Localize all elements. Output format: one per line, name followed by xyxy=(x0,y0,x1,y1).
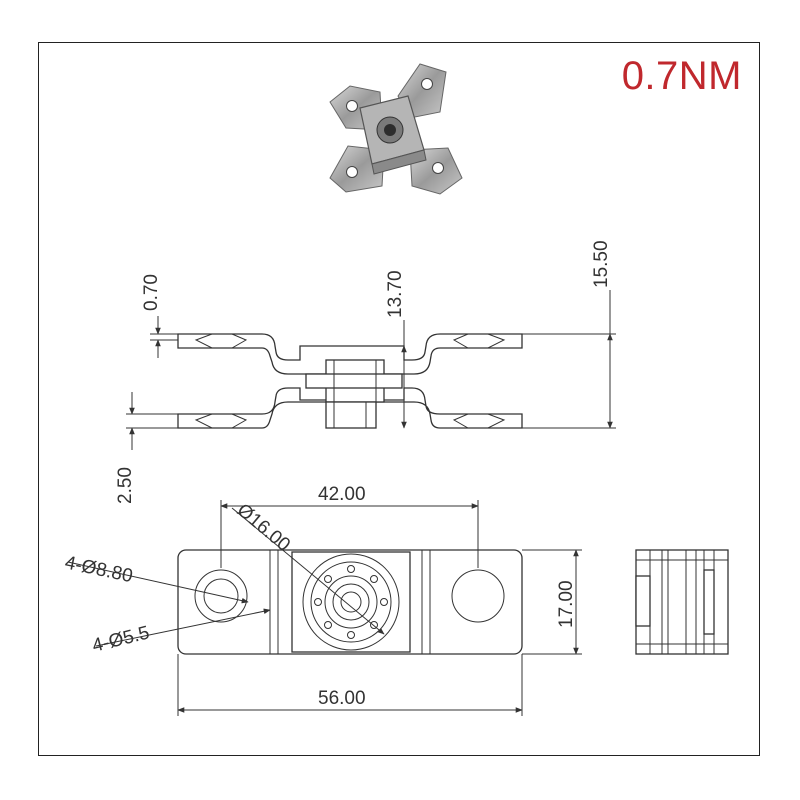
top-view: 42.00 Ø16.00 4-Ø8.80 4-Ø5.5 17.00 56.00 xyxy=(63,484,582,716)
dim-plate-thickness: 0.70 xyxy=(141,274,162,311)
torque-label: 0.7NM xyxy=(621,54,742,98)
dim-outer-hole: 4-Ø8.80 xyxy=(63,552,135,587)
dim-total-length: 56.00 xyxy=(318,688,366,709)
drawing-frame xyxy=(38,42,760,756)
dim-plate-width: 17.00 xyxy=(556,580,577,628)
bracket-photo-icon xyxy=(329,63,463,195)
end-view xyxy=(635,549,729,655)
dim-inner-height: 13.70 xyxy=(385,270,406,318)
dim-gap: 2.50 xyxy=(115,467,136,504)
dim-center-diameter: Ø16.00 xyxy=(233,500,294,556)
side-view: 0.70 2.50 13.70 15.50 xyxy=(115,240,616,504)
dim-total-height: 15.50 xyxy=(591,240,612,288)
dim-hole-spacing: 42.00 xyxy=(318,484,366,505)
dim-inner-hole: 4-Ø5.5 xyxy=(90,622,151,656)
